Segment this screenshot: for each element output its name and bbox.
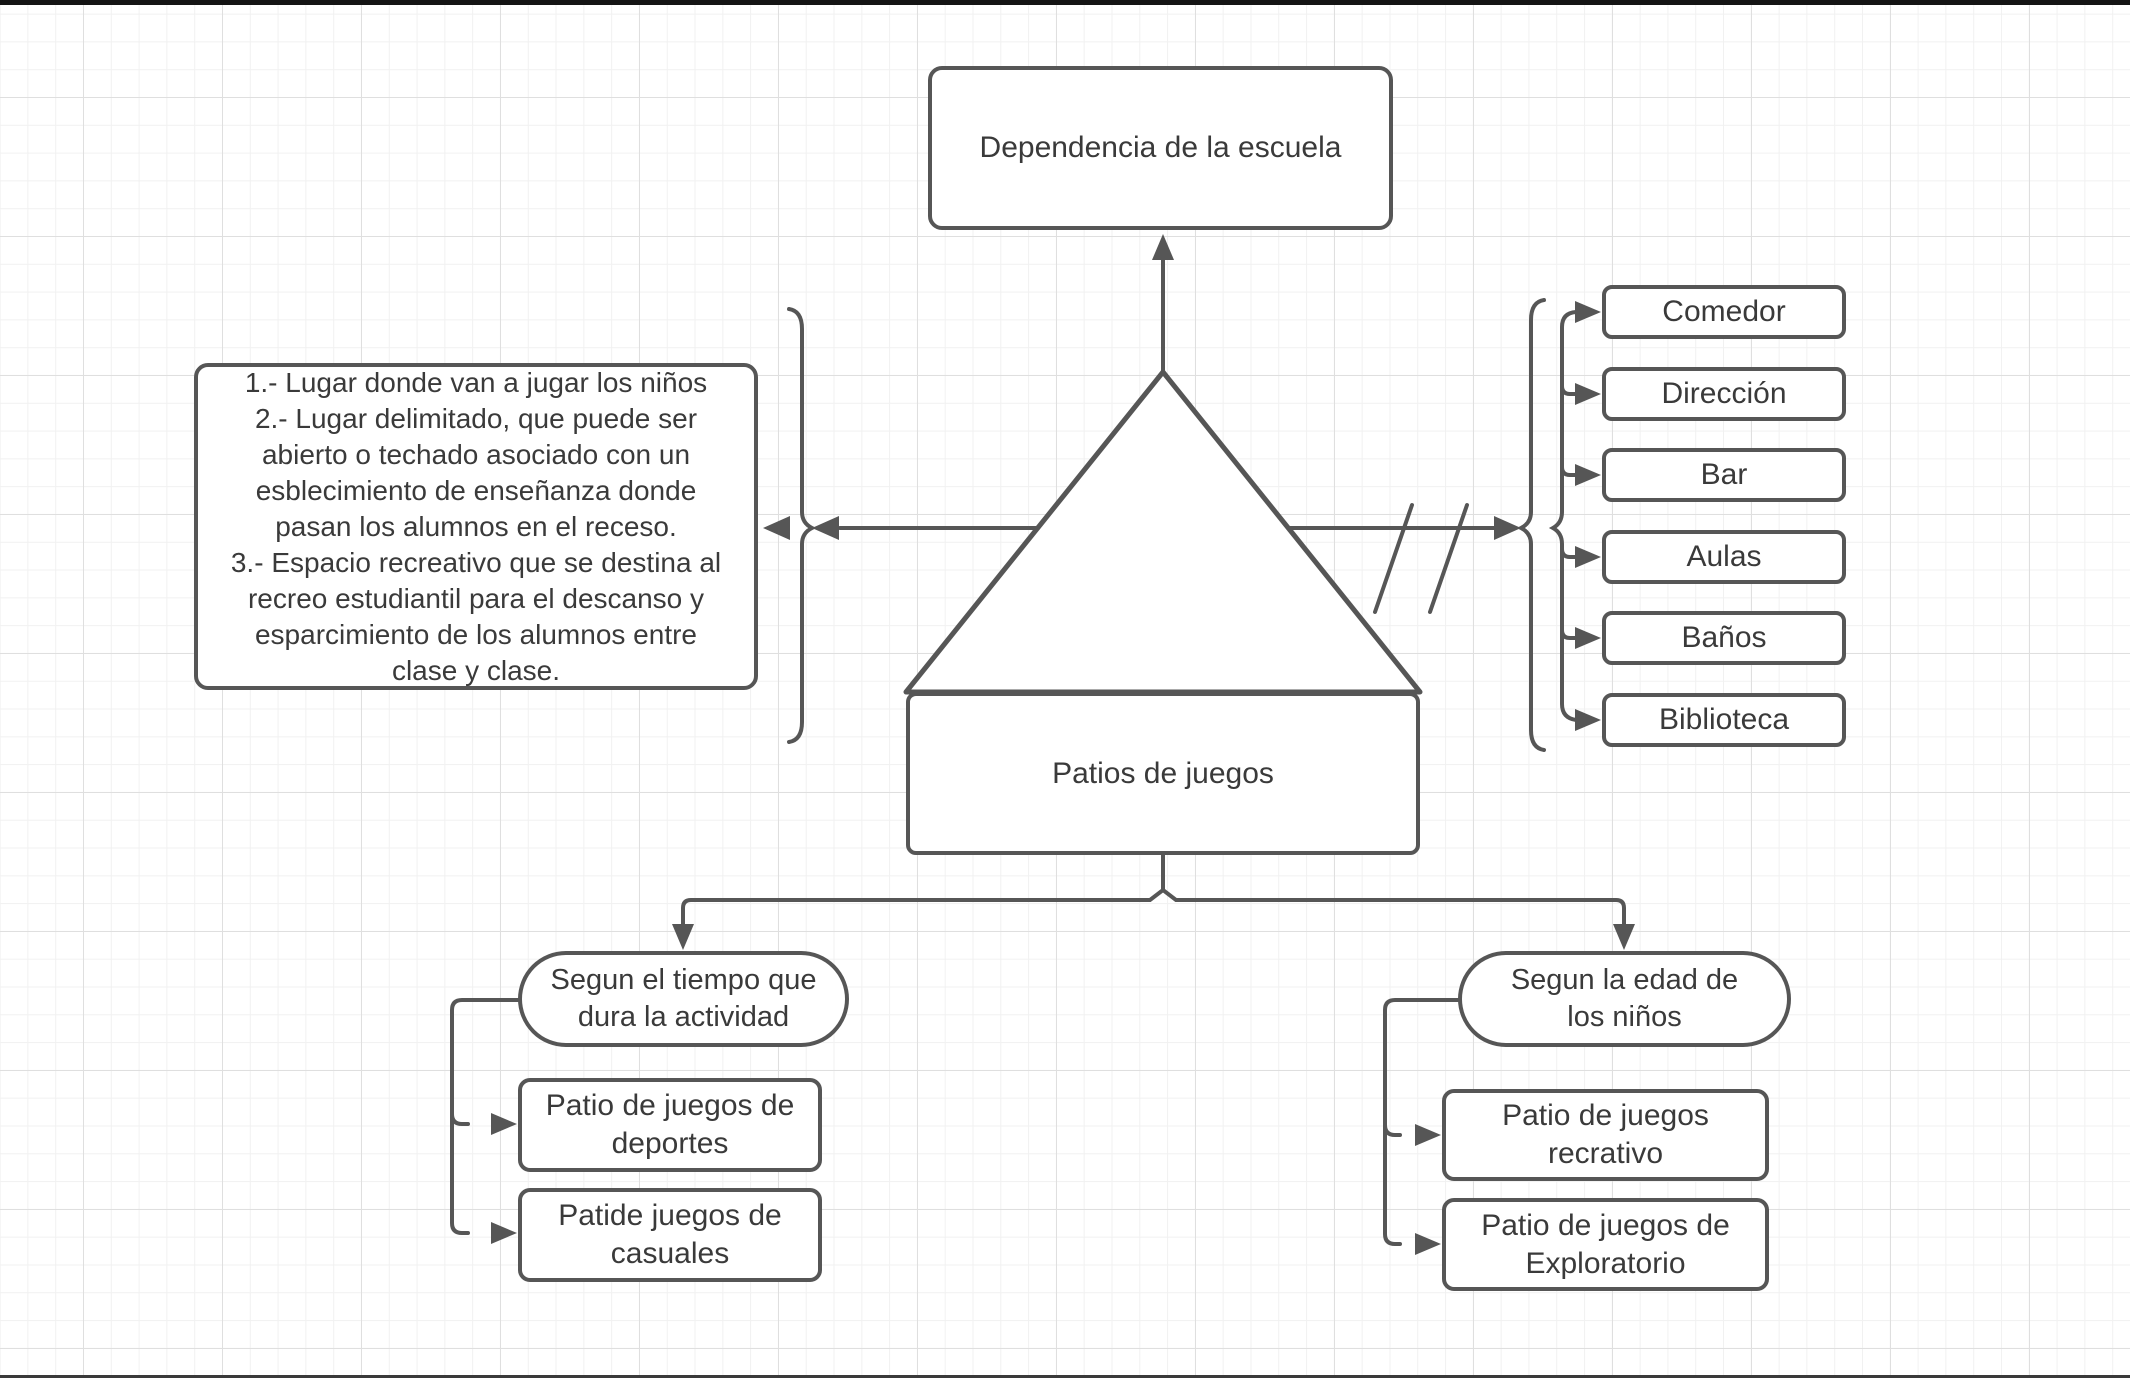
box-patio-exploratorio: Patio de juegos de Exploratorio — [1442, 1198, 1769, 1291]
arrow-left-icon — [812, 516, 839, 540]
area-label: Comedor — [1662, 295, 1786, 328]
arrow-right-icon — [1415, 1233, 1441, 1255]
oval-label-line: los niños — [1567, 1001, 1682, 1033]
letterbox-top — [0, 0, 2130, 5]
area-label: Dirección — [1661, 377, 1787, 410]
definition-line: 3.- Espacio recreativo que se destina al — [230, 546, 722, 578]
area-label: Aulas — [1686, 540, 1762, 573]
arrow-right-icon — [1575, 546, 1601, 568]
area-box-biblioteca: Biblioteca — [1602, 693, 1846, 747]
time-category-oval: Segun el tiempo que dura la actividad — [518, 951, 849, 1047]
box-label-line: Patio de juegos de — [1481, 1208, 1730, 1242]
area-label: Baños — [1681, 621, 1767, 654]
center-rect-label: Patios de juegos — [1052, 756, 1274, 790]
age-subtree — [1383, 998, 1460, 1246]
arrow-down-icon — [1613, 924, 1635, 950]
arrow-right-icon — [1494, 516, 1521, 540]
triangle-shape — [903, 369, 1423, 695]
box-patio-deportes: Patio de juegos de deportes — [518, 1078, 822, 1172]
definition-line: abierto o techado asociado con un — [261, 438, 691, 470]
area-box-banos: Baños — [1602, 611, 1846, 665]
area-box-bar: Bar — [1602, 448, 1846, 502]
top-box-label: Dependencia de la escuela — [979, 131, 1342, 164]
area-box-direccion: Dirección — [1602, 367, 1846, 421]
time-subtree — [450, 998, 520, 1235]
arrow-right-icon — [1575, 383, 1601, 405]
split-connector — [681, 887, 1626, 928]
arrow-right-icon — [491, 1113, 517, 1135]
top-box: Dependencia de la escuela — [928, 66, 1393, 230]
definition-line: pasan los alumnos en el receso. — [275, 510, 677, 542]
area-branch-3 — [1560, 547, 1577, 559]
arrow-right-icon — [1575, 301, 1601, 323]
area-box-aulas: Aulas — [1602, 530, 1846, 584]
letterbox-bottom — [0, 1375, 2130, 1378]
area-box-comedor: Comedor — [1602, 285, 1846, 339]
box-label-line: Patio de juegos de — [545, 1089, 795, 1122]
definition-line: 1.- Lugar donde van a jugar los niños — [244, 366, 708, 398]
definition-line: 2.- Lugar delimitado, que puede ser — [254, 402, 698, 434]
area-branch-1 — [1560, 384, 1577, 396]
box-label-line: deportes — [611, 1127, 729, 1160]
arrow-right-icon — [1415, 1124, 1441, 1146]
arrow-right-icon — [1575, 627, 1601, 649]
definition-line: esparcimiento de los alumnos entre — [254, 618, 697, 650]
age-category-oval: Segun la edad de los niños — [1458, 951, 1791, 1047]
arrow-right-icon — [1575, 464, 1601, 486]
box-label-line: recrativo — [1547, 1137, 1664, 1170]
arrow-right-icon — [491, 1222, 517, 1244]
break-slash-2 — [1428, 503, 1469, 614]
definition-line: esblecimiento de enseñanza donde — [255, 474, 697, 506]
right-bracket — [1516, 298, 1546, 752]
oval-label-line: Segun el tiempo que — [550, 964, 817, 996]
box-label-line: Exploratorio — [1525, 1246, 1686, 1280]
oval-label-line: Segun la edad de — [1510, 964, 1739, 996]
area-branch-2 — [1560, 465, 1577, 477]
area-branch-4 — [1560, 628, 1577, 640]
definition-line: clase y clase. — [391, 654, 561, 686]
oval-label-line: dura la actividad — [577, 1001, 790, 1033]
arrow-up-icon — [1152, 234, 1174, 260]
box-patio-recrativo: Patio de juegos recrativo — [1442, 1089, 1769, 1181]
box-label-line: Patide juegos de — [558, 1199, 782, 1232]
arrow-right-icon — [1575, 709, 1601, 731]
age-branch-1 — [1383, 1123, 1402, 1137]
area-label: Biblioteca — [1658, 703, 1790, 736]
box-patio-casuales: Patide juegos de casuales — [518, 1188, 822, 1282]
center-rect-patios: Patios de juegos — [906, 692, 1420, 855]
time-branch-1 — [450, 1112, 470, 1126]
box-label-line: Patio de juegos — [1502, 1099, 1709, 1132]
arrow-down-icon — [672, 924, 694, 950]
arrowheads — [491, 234, 1635, 1255]
box-label-line: casuales — [610, 1237, 730, 1270]
area-trunk — [1548, 310, 1578, 722]
definition-box: 1.- Lugar donde van a jugar los niños 2.… — [194, 363, 758, 690]
definition-line: recreo estudiantil para el descanso y — [247, 582, 705, 614]
arrow-left-icon — [763, 516, 790, 540]
area-label: Bar — [1700, 458, 1748, 491]
left-bracket — [787, 307, 817, 744]
break-slash-1 — [1373, 503, 1414, 614]
